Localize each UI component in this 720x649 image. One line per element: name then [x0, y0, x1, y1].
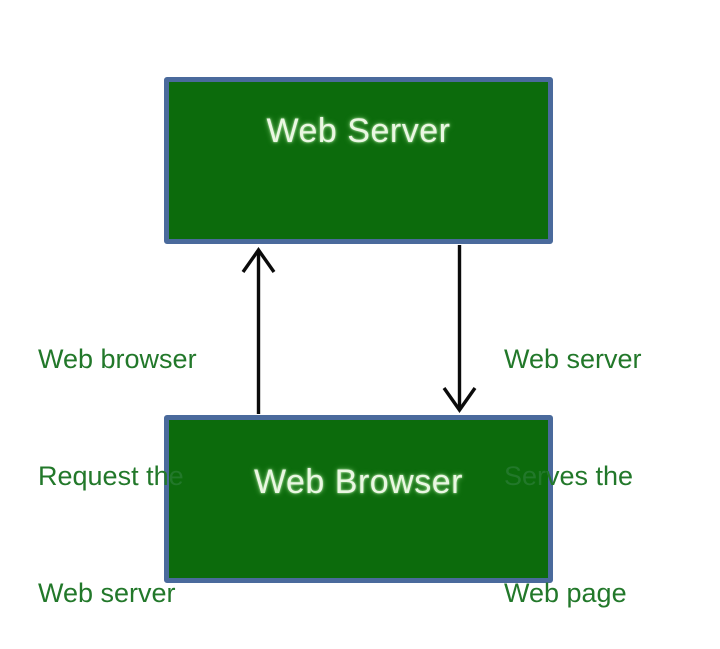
- edge-caption-response-line-1: Web server: [504, 344, 642, 374]
- node-web-browser[interactable]: Web Browser: [164, 415, 553, 583]
- edge-caption-request: Web browser Request the Web server: [38, 262, 197, 649]
- node-web-browser-label: Web Browser: [254, 463, 463, 501]
- edge-caption-request-line-3: Web server: [38, 578, 176, 608]
- edge-caption-response-line-3: Web page: [504, 578, 627, 608]
- edge-caption-request-line-2: Request the: [38, 461, 184, 491]
- arrow-response-down: [442, 245, 477, 413]
- edge-caption-request-line-1: Web browser: [38, 344, 197, 374]
- node-web-server[interactable]: Web Server: [164, 77, 553, 244]
- edge-caption-response-line-2: Serves the: [504, 461, 634, 491]
- edge-caption-response: Web server Serves the Web page: [504, 262, 642, 649]
- node-web-server-label: Web Server: [266, 111, 451, 150]
- arrow-request-up: [241, 247, 276, 414]
